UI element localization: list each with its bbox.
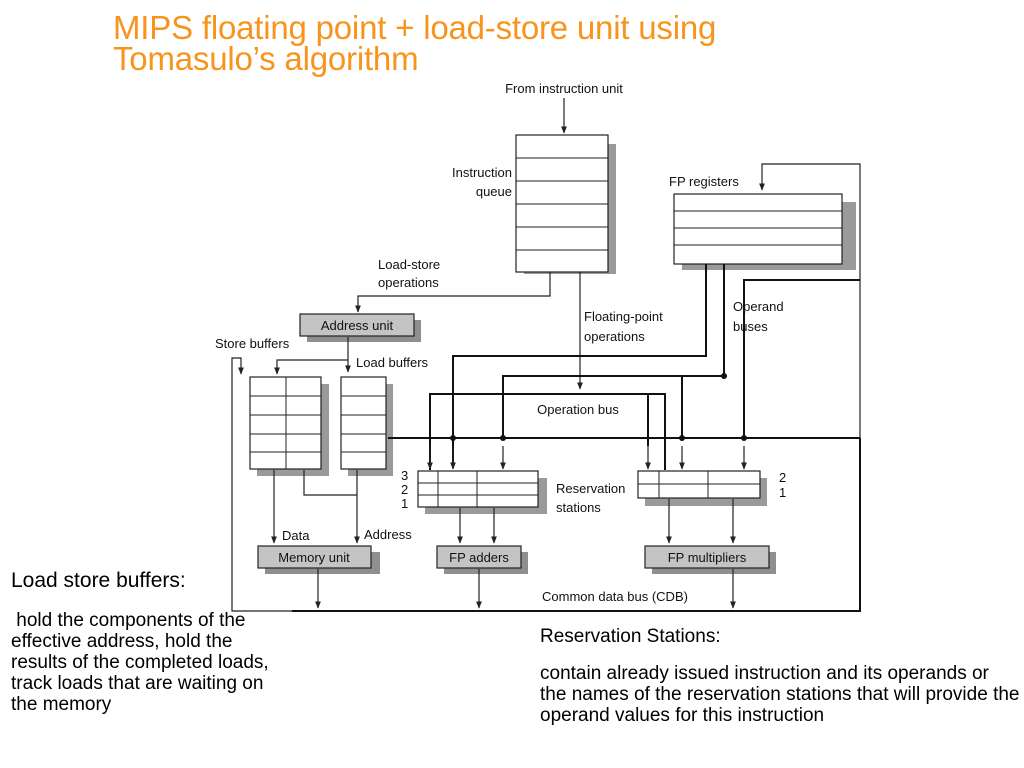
slide-title-line1: MIPS floating point + load-store unit us…: [113, 9, 717, 46]
slide-title-line2: Tomasulo’s algorithm: [113, 40, 419, 77]
fp-adders-label: FP adders: [449, 550, 509, 565]
fp-multipliers-label: FP multipliers: [668, 550, 747, 565]
load-store-ops-label-1: Load-store: [378, 257, 440, 272]
rs-number-1: 1: [401, 496, 408, 511]
operand-buses: [388, 264, 860, 468]
fp-ops-label-2: operations: [584, 329, 645, 344]
operand-buses-label-2: buses: [733, 319, 768, 334]
load-store-ops-label-2: operations: [378, 275, 439, 290]
instruction-queue-label-1: Instruction: [452, 165, 512, 180]
fp-registers: [673, 193, 856, 270]
address-to-store-buffers-arrow: [274, 359, 348, 375]
operation-bus-label: Operation bus: [537, 402, 619, 417]
load-buffers-label: Load buffers: [356, 355, 429, 370]
reservation-note-body: contain already issued instruction and i…: [540, 663, 1020, 726]
adder-reservation-stations: [417, 470, 547, 514]
fp-ops-label-1: Floating-point: [584, 309, 663, 324]
address-unit-label: Address unit: [321, 318, 394, 333]
rs-mult-number-2: 2: [779, 470, 786, 485]
reservation-stations-note: Reservation Stations: contain already is…: [540, 626, 1020, 726]
load-store-note-heading: Load store buffers:: [11, 569, 186, 592]
address-unit: [299, 313, 421, 342]
operand-buses-label-1: Operand: [733, 299, 784, 314]
rs-number-3: 3: [401, 468, 408, 483]
slide-title: MIPS floating point + load-store unit us…: [113, 9, 717, 77]
fp-adders: [436, 545, 528, 574]
from-instruction-unit-label: From instruction unit: [505, 81, 623, 96]
load-store-buffers-note: Load store buffers: hold the components …: [11, 569, 281, 716]
load-store-note-body: hold the components of the effective add…: [11, 610, 274, 715]
bus-junctions: [450, 373, 747, 441]
reservation-stations-label-1: Reservation: [556, 481, 625, 496]
store-buffers: [249, 376, 329, 476]
multiplier-reservation-stations: [637, 470, 767, 506]
instruction-queue-label-2: queue: [476, 184, 512, 199]
load-store-ops-arrow: [355, 272, 551, 313]
fp-multipliers: [644, 545, 776, 574]
data-label: Data: [282, 528, 310, 543]
load-buffers: [340, 376, 393, 476]
store-buffers-label: Store buffers: [215, 336, 290, 351]
cdb-to-store-buffers-line: [231, 357, 292, 612]
cdb-to-registers-line: [759, 163, 861, 438]
instruction-queue: [515, 134, 616, 274]
reservation-stations-label-2: stations: [556, 500, 601, 515]
reservation-note-heading: Reservation Stations:: [540, 626, 721, 647]
operation-bus: [429, 393, 666, 470]
fp-registers-label: FP registers: [669, 174, 739, 189]
cdb-label: Common data bus (CDB): [542, 589, 688, 604]
rs-number-2: 2: [401, 482, 408, 497]
memory-unit-label: Memory unit: [278, 550, 350, 565]
rs-mult-number-1: 1: [779, 485, 786, 500]
common-data-bus: [292, 438, 861, 612]
address-label: Address: [364, 527, 412, 542]
memory-unit: [257, 545, 380, 574]
store-address-line: [303, 470, 357, 496]
